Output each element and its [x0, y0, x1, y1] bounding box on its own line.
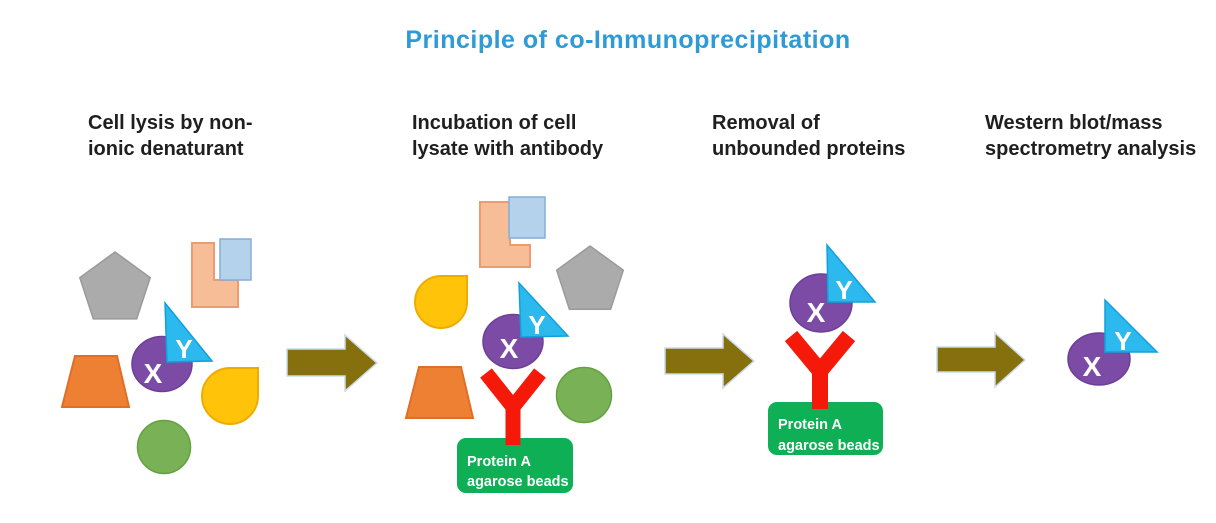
pentagon-protein-icon	[78, 251, 152, 320]
protein-a-agarose-beads-box	[457, 438, 573, 493]
circle-protein-icon	[555, 366, 613, 424]
beads-label-line1: Protein A	[778, 417, 842, 433]
protein-x-label: X	[1083, 351, 1102, 382]
protein-y-triangle-icon	[1104, 298, 1159, 353]
step1-cell-lysate-group: X Y	[60, 238, 259, 475]
step1-heading: Cell lysis by non- ionic denaturant	[88, 112, 253, 160]
beads-label-line1: Protein A	[467, 454, 531, 470]
step3-heading: Removal of unbounded proteins	[712, 112, 906, 160]
step4-heading: Western blot/mass spectrometry analysis	[985, 112, 1197, 160]
step3-washed-complex-group: Protein A agarose beads X Y	[768, 242, 883, 455]
rectangle-protein-icon	[219, 238, 252, 281]
arrow-step3-to-step4-icon	[936, 331, 1027, 389]
circle-protein-icon	[136, 419, 192, 475]
step4-purified-complex-group: X Y	[1067, 298, 1159, 386]
protein-y-label: Y	[175, 334, 192, 364]
antibody-y-icon	[480, 368, 546, 445]
beads-label-line2: agarose beads	[467, 474, 569, 490]
step2-incubation-group: Protein A agarose beads X Y	[404, 196, 625, 493]
diagram-title: Principle of co-Immunoprecipitation	[405, 26, 851, 54]
teardrop-protein-icon	[201, 367, 259, 425]
step2-heading: Incubation of cell lysate with antibody	[412, 112, 604, 160]
protein-x-label: X	[144, 358, 163, 389]
trapezoid-protein-icon	[60, 355, 131, 408]
protein-y-triangle-icon	[518, 281, 570, 338]
arrow-step2-to-step3-icon	[664, 332, 756, 390]
rectangle-protein-icon	[508, 196, 546, 239]
protein-y-triangle-icon	[164, 300, 214, 363]
beads-label-line2: agarose beads	[778, 438, 880, 454]
trapezoid-protein-icon	[404, 366, 475, 419]
protein-a-agarose-beads-box	[768, 402, 883, 455]
protein-y-label: Y	[835, 275, 852, 305]
protein-x-label: X	[807, 297, 826, 328]
pentagon-protein-icon	[555, 245, 625, 311]
antibody-y-icon	[784, 330, 856, 409]
arrow-step1-to-step2-icon	[286, 333, 379, 393]
protein-y-triangle-icon	[826, 242, 877, 303]
protein-y-label: Y	[1114, 326, 1131, 356]
protein-y-label: Y	[528, 310, 545, 340]
teardrop-protein-icon	[414, 275, 468, 329]
protein-x-label: X	[500, 333, 519, 364]
